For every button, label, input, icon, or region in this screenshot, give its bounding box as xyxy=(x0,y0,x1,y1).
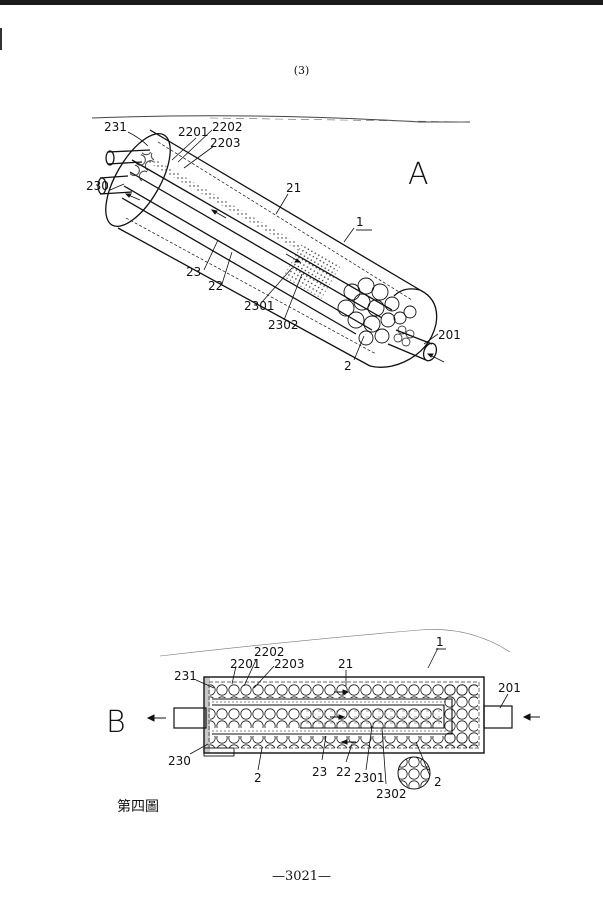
label-2302: 2302 xyxy=(268,318,299,332)
outlet-pipe xyxy=(173,707,207,729)
scan-line-a xyxy=(91,115,470,123)
label-22-b: 22 xyxy=(336,765,351,779)
label-2a-b: 2 xyxy=(254,771,262,785)
label-23-b: 23 xyxy=(312,765,327,779)
scan-line-b xyxy=(159,629,511,657)
chamber-end-balls xyxy=(444,684,478,748)
label-2201-b: 2201 xyxy=(230,657,261,671)
leaders-a xyxy=(109,129,439,361)
label-21: 21 xyxy=(286,181,301,195)
right-end-cut xyxy=(393,288,421,297)
label-2202-b: 2202 xyxy=(254,645,285,659)
page-number: (3) xyxy=(293,64,310,77)
pipe-201-packing xyxy=(393,325,415,347)
scan-left-mark xyxy=(0,28,2,50)
pipe-231-end xyxy=(105,150,115,166)
label-231: 231 xyxy=(104,120,127,134)
left-filler xyxy=(129,148,157,182)
tube-mid-a xyxy=(123,185,373,331)
label-2301-b: 2301 xyxy=(354,771,385,785)
tube-upper-b xyxy=(129,171,383,319)
label-2301: 2301 xyxy=(244,299,275,313)
tube-upper-a xyxy=(131,159,393,311)
figure-b: 1 2202 2201 2203 231 21 201 230 2 23 22 … xyxy=(106,629,540,801)
dotted-block-a xyxy=(283,243,341,299)
flow-arrows-a xyxy=(124,193,445,363)
label-2302-b: 2302 xyxy=(376,787,407,801)
leaders-b xyxy=(189,647,509,785)
label-1-b: 1 xyxy=(436,635,444,649)
label-23: 23 xyxy=(186,265,201,279)
outer-shell-bottom xyxy=(117,227,371,367)
dotted-chamber-a xyxy=(148,157,302,251)
label-230-b: 230 xyxy=(168,754,191,768)
pipe-231-top xyxy=(107,149,151,153)
label-230: 230 xyxy=(86,179,109,193)
outer-shell-top xyxy=(149,129,421,291)
pipe-230-end xyxy=(97,177,107,195)
label-201-b: 201 xyxy=(498,681,521,695)
left-end-cap xyxy=(204,677,210,753)
labels-a: 231 2201 2202 2203 230 21 1 23 22 2301 2… xyxy=(86,120,461,373)
label-21-b: 21 xyxy=(338,657,353,671)
label-2b-b: 2 xyxy=(434,775,442,789)
inlet-pipe-201 xyxy=(483,705,513,729)
label-201: 201 xyxy=(438,328,461,342)
label-1: 1 xyxy=(356,215,364,229)
outer-shell-inner-bottom xyxy=(125,217,377,355)
figure-a-letter: A xyxy=(408,157,429,192)
label-2203-b: 2203 xyxy=(274,657,305,671)
label-231-b: 231 xyxy=(174,669,197,683)
label-2201: 2201 xyxy=(178,125,209,139)
magnified-ball-detail xyxy=(397,756,431,790)
pipe-201-end xyxy=(422,342,438,362)
ball-packing-a xyxy=(337,277,417,346)
left-end-ellipse xyxy=(105,132,171,228)
figure-a: 231 2201 2202 2203 230 21 1 23 22 2301 2… xyxy=(86,115,471,373)
pipe-231-bottom xyxy=(107,161,143,165)
label-2: 2 xyxy=(344,359,352,373)
scan-line-a-dashed xyxy=(209,117,471,123)
pipe-201-bottom xyxy=(387,343,427,361)
tube-mid-b xyxy=(121,197,357,335)
label-2203: 2203 xyxy=(210,136,241,150)
tube-23-interior xyxy=(300,710,440,726)
pipe-230-bottom xyxy=(99,191,133,195)
scan-top-edge xyxy=(0,0,603,5)
label-22: 22 xyxy=(208,279,223,293)
flow-arrows-b xyxy=(146,689,540,745)
right-end-face xyxy=(369,289,438,368)
label-2202: 2202 xyxy=(212,120,243,134)
page-footer: —3021— xyxy=(271,869,332,884)
foot-230 xyxy=(203,747,235,757)
figure-b-letter: B xyxy=(106,705,126,740)
pipe-230-top xyxy=(99,175,129,179)
labels-b: 1 2202 2201 2203 231 21 201 230 2 23 22 … xyxy=(168,635,521,801)
pipe-201-top xyxy=(395,329,433,345)
figure-caption: 第四圖 xyxy=(117,799,159,815)
